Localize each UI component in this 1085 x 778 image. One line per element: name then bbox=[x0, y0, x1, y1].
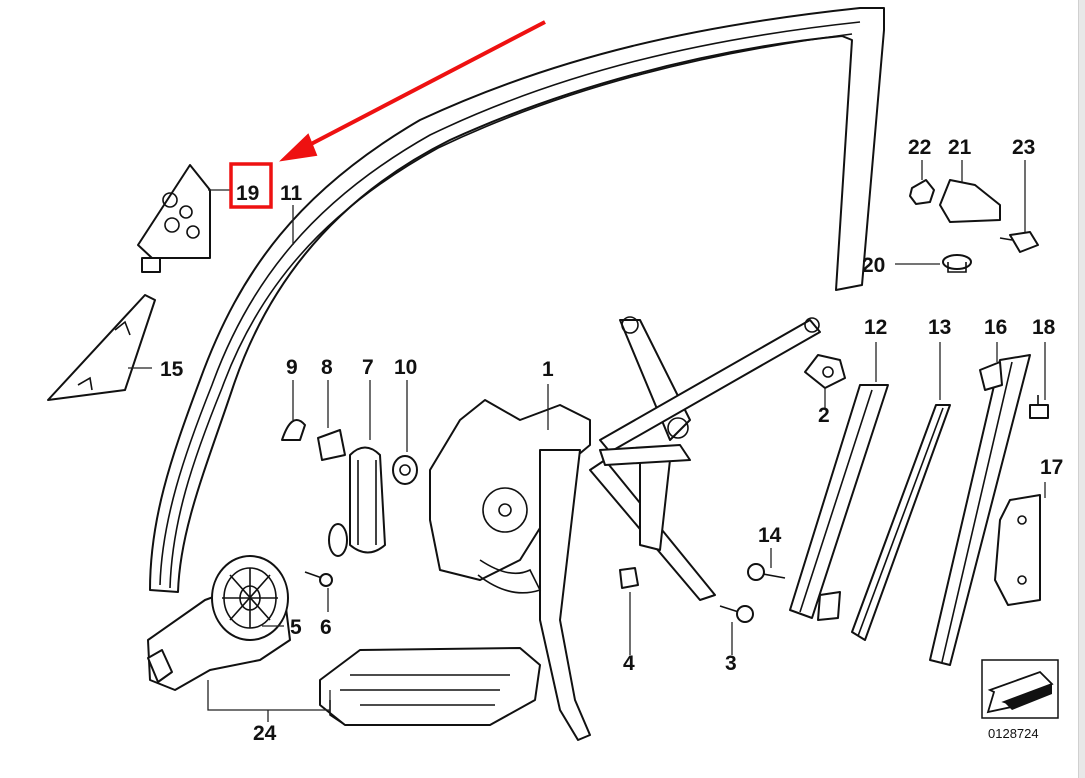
bolt-18 bbox=[1029, 395, 1049, 419]
red-arrow bbox=[289, 20, 546, 157]
label-21[interactable]: 21 bbox=[948, 136, 972, 159]
label-17[interactable]: 17 bbox=[1040, 456, 1063, 479]
bracket-17 bbox=[994, 494, 1041, 606]
highlight-box bbox=[229, 162, 273, 209]
label-18[interactable]: 18 bbox=[1032, 316, 1056, 339]
label-22[interactable]: 22 bbox=[908, 136, 931, 159]
clip-2 bbox=[804, 354, 846, 389]
label-13[interactable]: 13 bbox=[928, 316, 951, 339]
label-8[interactable]: 8 bbox=[321, 356, 333, 379]
page-edge bbox=[1078, 0, 1085, 778]
triangle-trim-19 bbox=[137, 164, 211, 273]
label-12[interactable]: 12 bbox=[864, 316, 887, 339]
label-16[interactable]: 16 bbox=[984, 316, 1007, 339]
highlight-callout bbox=[229, 20, 546, 209]
label-7[interactable]: 7 bbox=[362, 356, 374, 379]
label-24[interactable]: 24 bbox=[253, 722, 277, 745]
window-channel bbox=[149, 7, 885, 593]
label-10[interactable]: 10 bbox=[394, 356, 417, 379]
label-23[interactable]: 23 bbox=[1012, 136, 1035, 159]
diagram-code: 0128724 bbox=[988, 726, 1039, 741]
label-4[interactable]: 4 bbox=[623, 652, 635, 675]
label-19[interactable]: 19 bbox=[236, 182, 259, 205]
screw-6 bbox=[304, 571, 333, 587]
label-9[interactable]: 9 bbox=[286, 356, 298, 379]
window-regulator-1 bbox=[429, 316, 821, 741]
guide-rails bbox=[789, 354, 1031, 666]
label-14[interactable]: 14 bbox=[758, 524, 782, 547]
label-11[interactable]: 11 bbox=[280, 182, 303, 205]
label-5[interactable]: 5 bbox=[290, 616, 302, 639]
drive-parts bbox=[281, 419, 418, 557]
motor-5 bbox=[147, 555, 291, 691]
label-3[interactable]: 3 bbox=[725, 652, 737, 675]
leader-lines bbox=[128, 160, 1046, 722]
diagram-code-box: 0128724 bbox=[981, 659, 1059, 741]
label-2[interactable]: 2 bbox=[818, 404, 830, 427]
triangle-cover-15 bbox=[47, 294, 156, 401]
label-15[interactable]: 15 bbox=[160, 358, 184, 381]
control-unit bbox=[319, 647, 541, 726]
bracket-parts bbox=[909, 179, 1039, 273]
label-6[interactable]: 6 bbox=[320, 616, 332, 639]
label-1[interactable]: 1 bbox=[542, 358, 554, 381]
label-20[interactable]: 20 bbox=[862, 254, 885, 277]
bolts bbox=[619, 563, 786, 623]
part-labels: 19 11 15 9 8 7 10 1 5 6 4 3 14 2 12 13 1… bbox=[160, 136, 1063, 745]
